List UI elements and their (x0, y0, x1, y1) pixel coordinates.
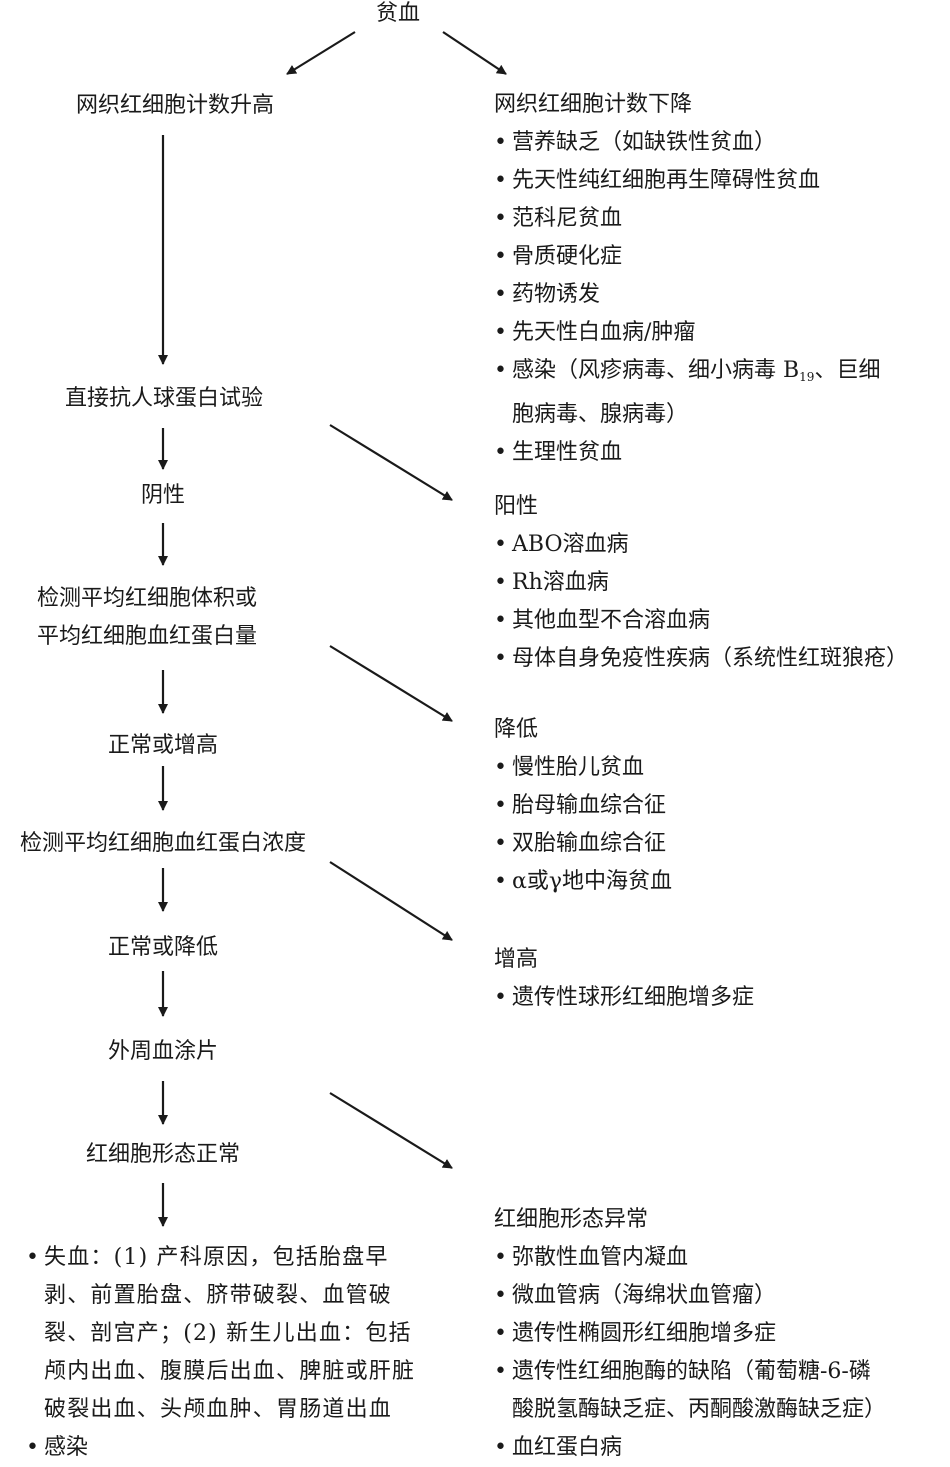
list-item: •骨质硬化症 (494, 238, 880, 276)
list-item: •感染（风疹病毒、细小病毒 B19、巨细胞病毒、腺病毒） (494, 352, 880, 434)
bullet: • (26, 1245, 41, 1270)
bullet: • (494, 320, 507, 345)
list-item: •慢性胎儿贫血 (494, 749, 672, 787)
list-item: •遗传性球形红细胞增多症 (494, 979, 754, 1017)
reticulocyte-high-node: 网织红细胞计数升高 (75, 93, 275, 118)
parvovirus-subscript: 19 (799, 370, 815, 384)
bullet: • (494, 755, 507, 780)
bullet: • (494, 646, 507, 671)
bullet: • (494, 1283, 507, 1308)
list-item: •微血管病（海绵状血管瘤） (494, 1277, 886, 1315)
list-item: •遗传性椭圆形红细胞增多症 (494, 1315, 886, 1353)
bullet: • (494, 168, 507, 193)
arrow-root-to-left (286, 31, 356, 75)
bullet: • (494, 1359, 507, 1384)
bullet: • (494, 570, 507, 595)
peripheral-smear-node: 外周血涂片 (107, 1039, 219, 1064)
list-item: •血红蛋白病 (494, 1429, 886, 1467)
infection-virus-line2: 胞病毒、腺病毒） (512, 402, 689, 427)
normal-or-low-node: 正常或降低 (107, 935, 219, 960)
list-item: •范科尼贫血 (494, 200, 880, 238)
bullet: • (494, 831, 507, 856)
bullet: • (494, 869, 507, 894)
list-item: •胎母输血综合征 (494, 787, 672, 825)
bullet: • (494, 130, 507, 155)
arrow-to-morph-abnormal (329, 1092, 453, 1169)
bullet: • (494, 358, 507, 383)
bullet: • (26, 1435, 39, 1460)
bullet: • (494, 440, 507, 465)
list-item: •药物诱发 (494, 276, 880, 314)
list-item: •生理性贫血 (494, 434, 880, 472)
increased-title: 增高 (494, 947, 539, 972)
bullet: • (494, 1245, 507, 1270)
bullet: • (494, 1321, 507, 1346)
coombs-test-node: 直接抗人球蛋白试验 (64, 386, 264, 411)
list-item: •其他血型不合溶血病 (494, 602, 908, 640)
arrow-to-increased (329, 861, 453, 941)
list-item: •双胎输血综合征 (494, 825, 672, 863)
mcv-node-line1: 检测平均红细胞体积或 (36, 586, 258, 611)
list-item: •失血：(1) 产科原因，包括胎盘早 剥、前置胎盘、脐带破裂、血管破 裂、剖宫产… (26, 1239, 415, 1429)
positive-title: 阳性 (494, 494, 539, 519)
list-item: •先天性白血病/肿瘤 (494, 314, 880, 352)
list-item: •遗传性红细胞酶的缺陷（葡萄糖-6-磷 酸脱氢酶缺乏症、丙酮酸激酶缺乏症） (494, 1353, 886, 1429)
list-item: •营养缺乏（如缺铁性贫血） (494, 124, 880, 162)
root-node: 贫血 (375, 1, 421, 26)
infection-virus-line1: 感染（风疹病毒、细小病毒 B19、巨细 (512, 358, 881, 384)
list-item: •α或γ地中海贫血 (494, 863, 672, 901)
arrow-to-positive (329, 424, 453, 501)
bullet: • (494, 985, 507, 1010)
arrow-root-to-right (442, 31, 507, 75)
list-item: •母体自身免疫性疾病（系统性红斑狼疮） (494, 640, 908, 678)
bullet: • (494, 206, 507, 231)
bullet: • (494, 793, 507, 818)
bullet: • (494, 282, 507, 307)
mchc-node: 检测平均红细胞血红蛋白浓度 (19, 831, 307, 856)
morphology-abnormal-list: •弥散性血管内凝血 •微血管病（海绵状血管瘤） •遗传性椭圆形红细胞增多症 •遗… (494, 1239, 886, 1467)
normal-or-high-node: 正常或增高 (107, 733, 219, 758)
bullet: • (494, 532, 507, 557)
left-final-list: •失血：(1) 产科原因，包括胎盘早 剥、前置胎盘、脐带破裂、血管破 裂、剖宫产… (26, 1239, 415, 1467)
negative-node: 阴性 (140, 483, 186, 508)
bullet: • (494, 1435, 507, 1460)
bullet: • (494, 244, 507, 269)
list-item: •感染 (26, 1429, 415, 1467)
decreased-title: 降低 (494, 717, 539, 742)
blood-loss-item: 失血：(1) 产科原因，包括胎盘早 剥、前置胎盘、脐带破裂、血管破 裂、剖宫产；… (44, 1245, 416, 1422)
list-item: •ABO溶血病 (494, 526, 908, 564)
reticulocyte-low-list: •营养缺乏（如缺铁性贫血） •先天性纯红细胞再生障碍性贫血 •范科尼贫血 •骨质… (494, 124, 880, 472)
infection-item: 感染 (44, 1435, 89, 1460)
arrow-to-decreased (329, 645, 453, 722)
list-item: •Rh溶血病 (494, 564, 908, 602)
list-item: •先天性纯红细胞再生障碍性贫血 (494, 162, 880, 200)
list-item: •弥散性血管内凝血 (494, 1239, 886, 1277)
morphology-abnormal-title: 红细胞形态异常 (494, 1207, 649, 1232)
increased-list: •遗传性球形红细胞增多症 (494, 979, 754, 1017)
positive-list: •ABO溶血病 •Rh溶血病 •其他血型不合溶血病 •母体自身免疫性疾病（系统性… (494, 526, 908, 678)
mcv-node-line2: 平均红细胞血红蛋白量 (36, 624, 258, 649)
decreased-list: •慢性胎儿贫血 •胎母输血综合征 •双胎输血综合征 •α或γ地中海贫血 (494, 749, 672, 901)
reticulocyte-low-title: 网织红细胞计数下降 (494, 92, 693, 117)
bullet: • (494, 608, 507, 633)
morphology-normal-node: 红细胞形态正常 (85, 1142, 241, 1167)
